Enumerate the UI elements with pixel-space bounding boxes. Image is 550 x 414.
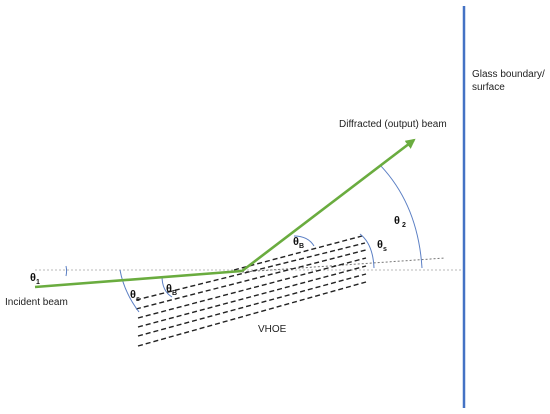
vhoe-label: VHOE — [258, 324, 287, 335]
arc-theta-s-right — [359, 233, 375, 269]
arc-theta-s-left — [119, 269, 140, 313]
theta-s-right-label: θs — [377, 239, 387, 253]
theta-subscript: B — [299, 243, 304, 250]
arc-theta-1 — [65, 265, 68, 277]
diffracted-beam-label: Diffracted (output) beam — [339, 119, 447, 130]
theta-symbol: θ — [377, 239, 383, 251]
theta-symbol: θ — [166, 283, 172, 295]
glass-boundary-label-line1: Glass boundary/ — [472, 69, 545, 80]
theta-subscript: 2 — [402, 222, 406, 229]
theta-symbol: θ — [394, 215, 400, 227]
grating-line — [135, 242, 366, 301]
arc-theta-2 — [379, 164, 423, 269]
theta-B-bottom-label: θB — [166, 283, 177, 297]
theta-s-left-label: θs — [130, 289, 140, 303]
theta-subscript: B — [172, 290, 177, 297]
grating-line — [137, 257, 367, 319]
vhoe-grating — [135, 235, 367, 347]
theta-subscript: s — [136, 296, 140, 303]
theta-1-label: θ1 — [30, 272, 40, 286]
glass-boundary-label-line2: surface — [472, 82, 505, 93]
theta-symbol: θ — [293, 236, 299, 248]
grating-line — [137, 265, 367, 328]
incident-beam-label: Incident beam — [5, 297, 68, 308]
grating-line — [233, 235, 363, 271]
theta-symbol: θ — [30, 272, 36, 284]
arc-theta-B-top — [293, 235, 315, 247]
grating-line — [137, 273, 367, 337]
incident-beam — [34, 269, 243, 289]
theta-subscript: 1 — [36, 279, 40, 286]
diffracted-beam-arrow — [241, 138, 416, 273]
theta-subscript: s — [383, 246, 387, 253]
grating-line — [135, 249, 367, 310]
grating-normal-line — [241, 257, 446, 273]
theta-symbol: θ — [130, 289, 136, 301]
theta-B-top-label: θB — [293, 236, 304, 250]
